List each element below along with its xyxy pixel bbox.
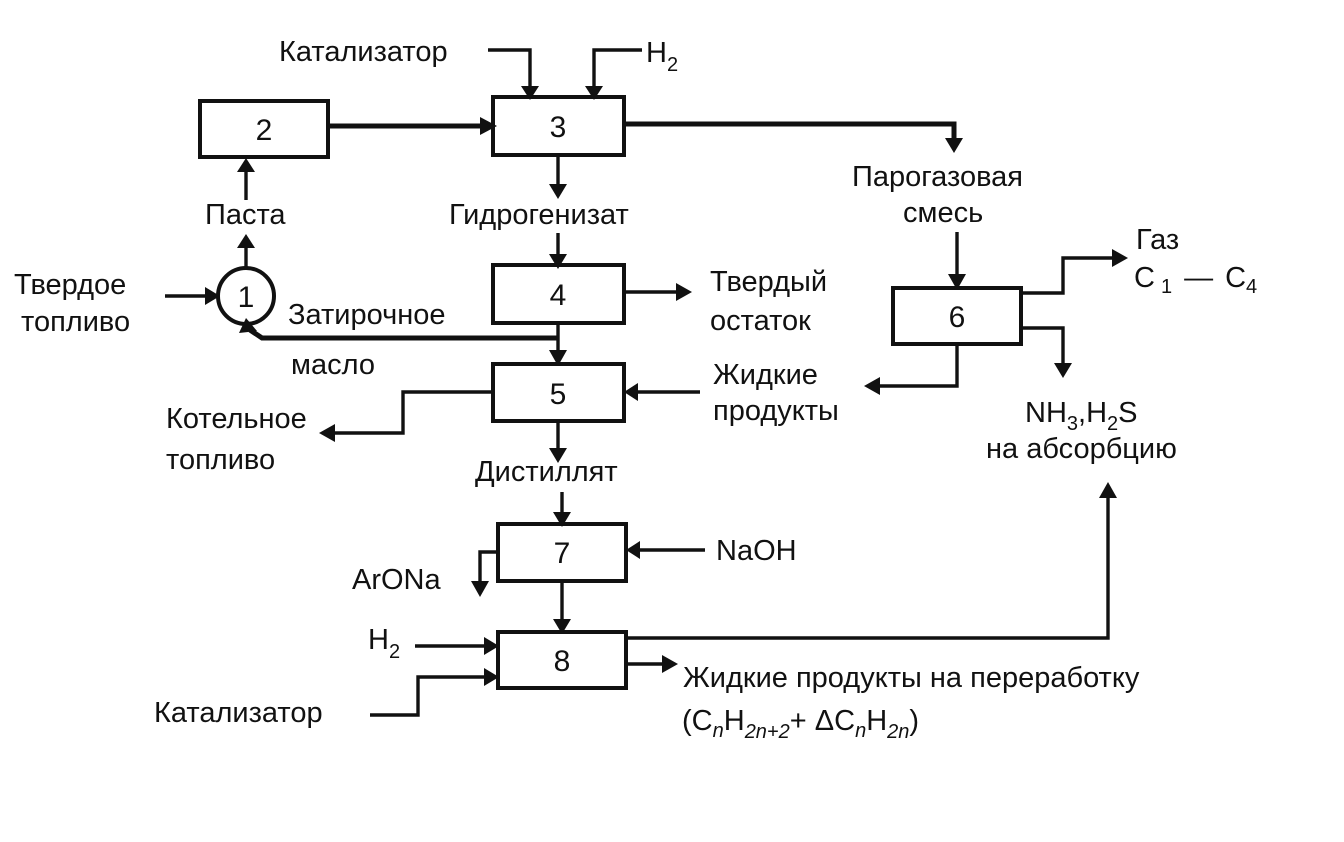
grinding-oil-label-line2: масло [291,349,375,381]
arrowheads [205,86,1128,686]
steam-gas-label-line1: Парогазовая [852,161,1023,193]
absorption-label: на абсорбцию [986,433,1177,465]
block-2: 2 [198,99,330,159]
block-8-number: 8 [554,645,571,678]
block-4: 4 [491,263,626,325]
arrow-up-icon [237,158,255,172]
arrow-down-icon [549,254,567,269]
boiler-fuel-label-line1: Котельное [166,403,307,435]
arrow-down-icon [1054,363,1072,378]
block-7: 7 [496,522,628,583]
h2-bottom-label: H2 [368,624,400,663]
liquid-refining-label: Жидкие продукты на переработку [683,662,1140,694]
arrow-down-icon [553,619,571,634]
block-8: 8 [496,630,628,690]
solid-residue-label-line2: остаток [710,305,811,337]
block-3-number: 3 [550,111,567,144]
arrow-down-icon [471,581,489,597]
grinding-oil-label-line1: Затирочное [288,299,446,331]
arrow-down-icon [948,274,966,290]
block-4-number: 4 [550,279,567,312]
block-6-number: 6 [949,301,966,334]
arrow-down-icon [549,350,567,366]
solid-residue-label-line1: Твердый [710,266,827,298]
arrow-up-icon [239,318,257,333]
arrow-left-icon [624,383,638,401]
arrow-down-icon [549,448,567,463]
liquid-products-label-line1: Жидкие [713,359,818,391]
block-7-number: 7 [554,537,571,570]
arrow-right-icon [205,287,220,305]
arrow-up-icon [237,234,255,248]
arrow-right-icon [1112,249,1128,267]
arrow-left-icon [864,377,880,395]
arona-label: ArONa [352,564,442,596]
steam-gas-label-line2: смесь [903,197,983,229]
arrow-left-icon [319,424,335,442]
h2-top-label: H2 [646,37,678,76]
arrow-right-icon [662,655,678,673]
gas-label: Газ [1136,224,1179,256]
block-2-number: 2 [256,114,273,147]
block-1-mixer: 1 [216,266,276,326]
block-5-number: 5 [550,378,567,411]
arrow-right-icon [484,637,499,655]
nh3-h2s-label: NH3,H2S [1025,397,1137,435]
paste-label: Паста [205,199,286,231]
arrow-up-icon [1099,482,1117,498]
arrow-down-icon [549,184,567,199]
arrow-left-icon [626,541,640,559]
block-3: 3 [491,95,626,157]
stream-labels: Катализатор H2 Паста Гидрогенизат Парога… [14,36,1257,743]
hydrogenizate-label: Гидрогенизат [449,199,629,231]
distillate-label: Дистиллят [475,456,618,488]
arrow-right-icon [480,117,497,135]
liquid-products-label-line2: продукты [713,395,839,427]
catalyst-bottom-label: Катализатор [154,697,323,729]
arrow-down-icon [553,512,571,527]
solid-fuel-label-line1: Твердое [14,269,126,301]
naoh-label: NaOH [716,535,797,567]
catalyst-top-label: Катализатор [279,36,448,68]
boiler-fuel-label-line2: топливо [166,444,275,476]
arrow-down-icon [585,86,603,100]
block-5: 5 [491,362,626,423]
arrow-right-icon [676,283,692,301]
arrow-down-icon [945,138,963,153]
flow-lines [165,48,1114,717]
block-1-number: 1 [238,281,255,314]
solid-fuel-label-line2: топливо [21,306,130,338]
block-6: 6 [891,286,1023,346]
arrow-down-icon [521,86,539,100]
product-formula-label: (CnH2n+2+ ΔCnH2n) [682,705,919,743]
arrow-right-icon [484,668,499,686]
